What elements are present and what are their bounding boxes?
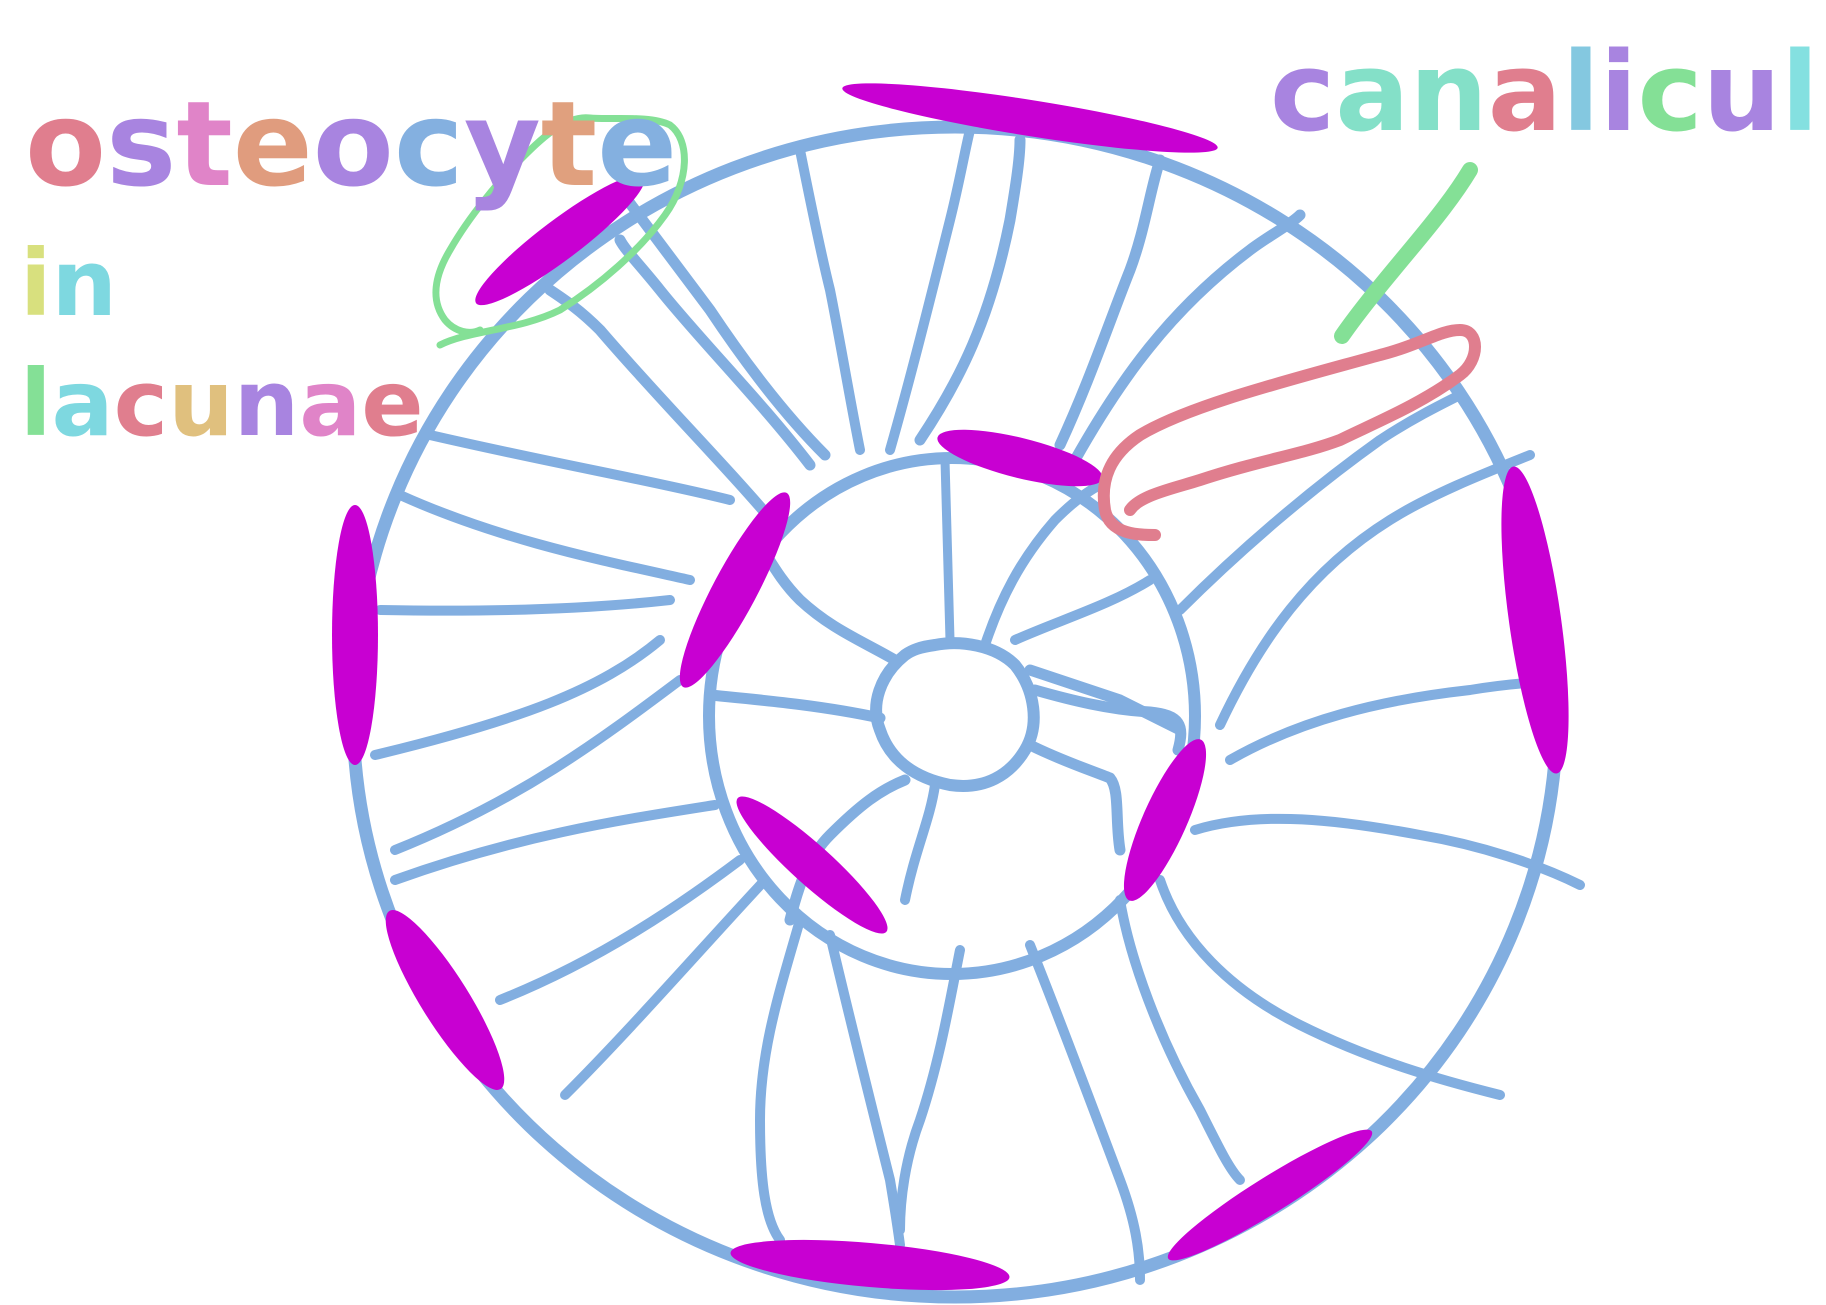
outer-canaliculus <box>795 145 865 455</box>
osteocyte-letter: t <box>176 75 232 213</box>
osteocyte-letter: e <box>233 75 313 213</box>
lacunae-letter: c <box>114 350 169 457</box>
canaliculi-highlight-loop <box>1097 324 1481 541</box>
outer-canaliculus <box>1225 677 1545 765</box>
canaliculi-letter: a <box>1335 28 1409 156</box>
inner-canaliculus <box>980 480 1105 650</box>
osteocyte <box>937 429 1103 487</box>
osteocyte-highlight-loop <box>432 114 688 349</box>
osteocyte-letter: y <box>464 75 541 213</box>
outer-canaliculus <box>1175 390 1465 615</box>
osteocyte-letter: o <box>313 75 394 213</box>
outer-canaliculus <box>895 945 965 1235</box>
canaliculi-letter: i <box>1819 28 1826 156</box>
in-letter: i <box>20 230 52 337</box>
lacunae-letter: u <box>168 350 234 457</box>
osteocyte <box>1501 466 1569 774</box>
inner-canaliculus <box>1024 664 1186 736</box>
canaliculi-letter: a <box>1488 28 1562 156</box>
outer-canaliculus <box>544 284 786 536</box>
canaliculi-letter: n <box>1409 28 1487 156</box>
outer-canaliculus <box>390 675 685 855</box>
osteocyte <box>385 910 505 1090</box>
osteocyte-letter: o <box>25 75 106 213</box>
outer-canaliculus <box>614 184 831 461</box>
outer-canaliculus <box>755 915 805 1245</box>
osteocyte <box>475 174 645 306</box>
lacunae-label: lacunae <box>20 350 424 457</box>
canaliculi-letter: c <box>1637 28 1702 156</box>
inner-canaliculus <box>1024 739 1126 856</box>
osteocyte <box>730 1239 1010 1291</box>
central-haversian-canal <box>870 637 1040 792</box>
outer-canaliculus <box>1115 895 1245 1185</box>
outer-canaliculus <box>375 595 675 616</box>
canaliculi-label: canaliculi <box>1270 28 1826 156</box>
osteocyte <box>736 796 888 934</box>
outer-canaliculus <box>1025 940 1145 1285</box>
canaliculi-letter: u <box>1703 28 1781 156</box>
outer-canaliculus <box>1069 209 1306 466</box>
lacunae-letter: l <box>20 350 52 457</box>
outer-canaliculus <box>1155 875 1505 1100</box>
osteocyte-letter: c <box>394 75 464 213</box>
inner-canaliculus <box>1010 575 1155 645</box>
outer-canaliculus <box>825 930 905 1250</box>
outer-canaliculus <box>885 125 975 455</box>
osteocyte-letter: s <box>106 75 176 213</box>
osteocyte-label: osteocyte <box>25 75 677 213</box>
canaliculi-letter: l <box>1562 28 1600 156</box>
outer-canaliculus <box>390 800 720 885</box>
haversian-lamellae <box>346 120 1585 1304</box>
canaliculi-letter: l <box>1781 28 1819 156</box>
inner-canaliculus <box>784 774 911 926</box>
outer-canaliculus <box>1054 154 1166 451</box>
outer-canaliculus <box>1190 813 1585 890</box>
canaliculi-letter: c <box>1270 28 1335 156</box>
canaliculi-pointer-line <box>1334 162 1478 344</box>
inner-canaliculus <box>900 780 940 905</box>
inner-canaliculus <box>940 455 955 645</box>
outer-canaliculus <box>425 430 735 505</box>
outer-canaliculus <box>370 635 665 760</box>
lacunae-letter: n <box>234 350 300 457</box>
in-letter: n <box>52 230 118 337</box>
lacunae-letter: a <box>52 350 114 457</box>
osteocytes-in-lacunae <box>332 83 1569 1291</box>
osteocyte-letter: e <box>597 75 677 213</box>
in-label: in <box>20 230 117 337</box>
osteocyte <box>1123 739 1207 901</box>
outer-canaliculus <box>395 490 695 585</box>
osteocyte <box>332 505 378 765</box>
inner-canaliculus <box>704 689 886 724</box>
canaliculi-letter: i <box>1600 28 1638 156</box>
osteocyte-letter: t <box>541 75 597 213</box>
lacunae-letter: e <box>361 350 423 457</box>
outer-canaliculus <box>560 875 770 1100</box>
outer-canaliculus <box>1215 450 1535 730</box>
osteocyte <box>679 492 791 688</box>
outer-canaliculus <box>914 134 1026 446</box>
lacunae-letter: a <box>299 350 361 457</box>
osteocyte <box>1167 1129 1373 1261</box>
outer-canaliculus <box>614 234 816 471</box>
outer-canaliculus <box>495 855 745 1005</box>
osteocyte <box>842 83 1218 153</box>
inner-canaliculus <box>754 539 901 666</box>
